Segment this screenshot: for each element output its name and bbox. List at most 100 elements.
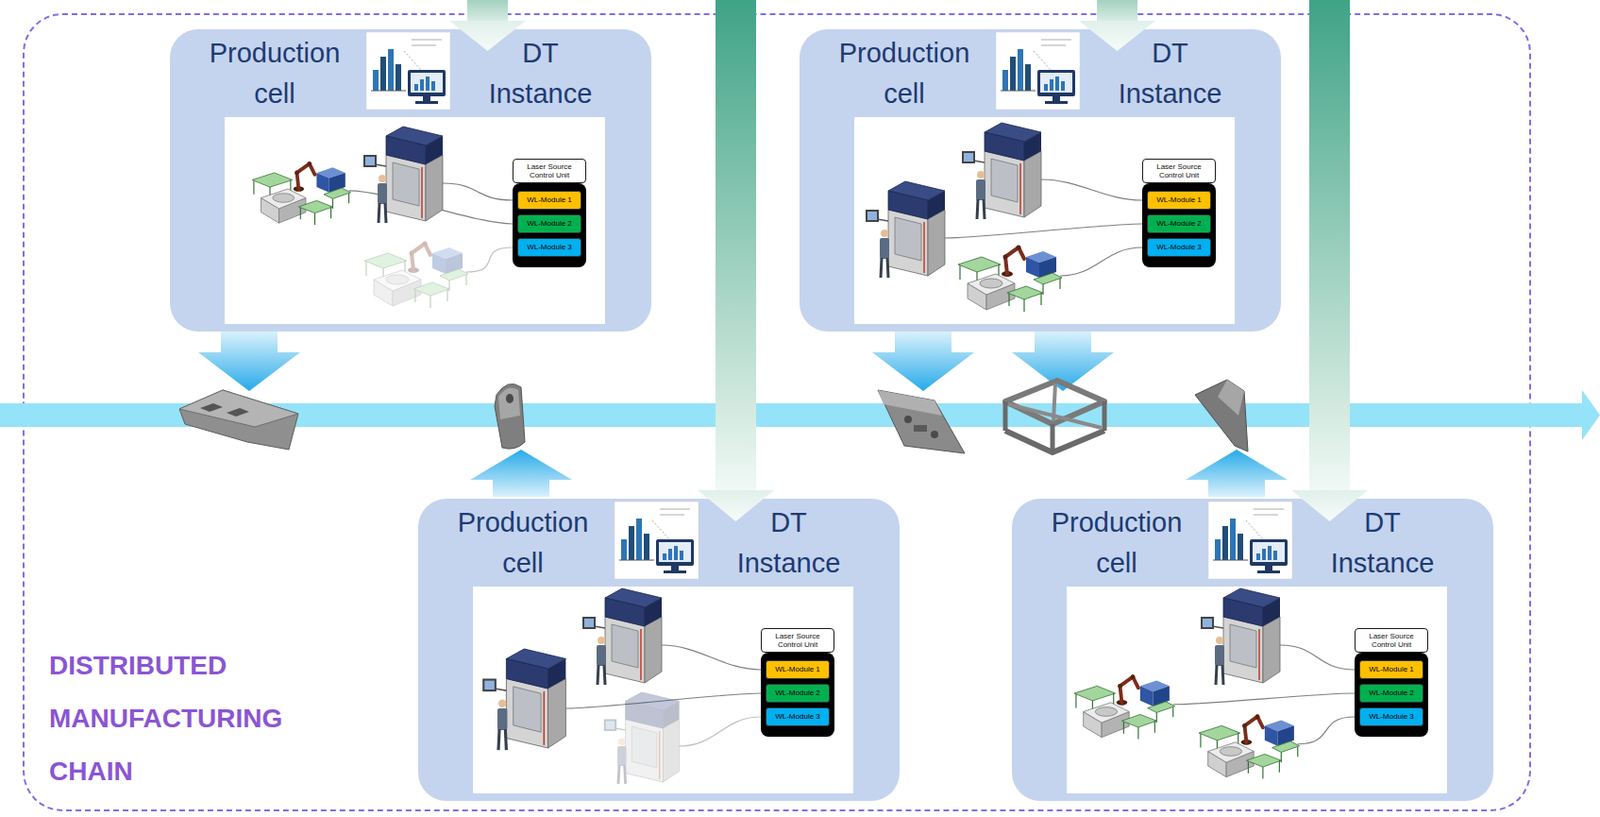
cell-title: Production cell [437, 502, 608, 584]
illustration-panel [1066, 586, 1448, 793]
table-leg [465, 274, 467, 286]
unit-header: Laser Source Control Unit [1142, 158, 1216, 184]
cable [1173, 692, 1355, 705]
illustration-panel [854, 117, 1235, 324]
operator-leg [505, 728, 506, 750]
part-slot [200, 403, 223, 412]
icon-bar [673, 545, 678, 560]
cabinet-hood-side [644, 597, 662, 626]
production-cell: Production cellDT InstanceLaser Source C… [418, 498, 900, 801]
table-leg [1247, 760, 1249, 774]
cabinet-front [888, 209, 928, 276]
robot-arm [411, 243, 431, 270]
robot-cell [364, 241, 469, 309]
work-table [252, 172, 293, 187]
icon-text-line [659, 513, 685, 516]
module-label: WL-Module 3 [1360, 707, 1423, 725]
table-leg [1156, 711, 1158, 723]
dt-label: DT Instance [471, 33, 609, 115]
cell-title: Production cell [189, 33, 360, 115]
monitor-screen [584, 618, 594, 627]
cabinet-door [631, 725, 657, 768]
table-leg [1075, 693, 1077, 708]
cell-title: Production cell [819, 33, 990, 115]
cable [1280, 644, 1355, 670]
part-truss-brace [1053, 383, 1056, 422]
chain-region: DISTRIBUTED MANUFACTURING CHAINProductio… [22, 13, 1532, 811]
operator-body [976, 179, 986, 201]
icon-bar [662, 553, 667, 560]
production-cell: Production cellDT InstanceLaser Source C… [1011, 498, 1494, 801]
part-hole [505, 393, 514, 404]
table-leg [1279, 759, 1280, 773]
icon-frame [614, 501, 699, 579]
cabinet-front [605, 616, 645, 683]
icon-link [652, 520, 670, 539]
status-strip [1258, 628, 1261, 680]
operator-leg [983, 199, 985, 219]
wl-module: WL-Module 1 [1359, 659, 1424, 679]
flow-band [0, 403, 1584, 427]
part-hinge-face [498, 387, 521, 420]
icon-stand [663, 570, 687, 573]
icon-screen [658, 541, 691, 562]
status-strip [421, 167, 423, 219]
cable [1041, 179, 1143, 201]
work-table [1198, 724, 1241, 741]
operator-leg [378, 202, 380, 223]
part-truss-post [1003, 401, 1009, 431]
icon-bar [621, 538, 627, 560]
operator-head [498, 699, 506, 708]
robot-arm [1245, 716, 1264, 742]
robot-joint [1255, 713, 1261, 719]
printer-machine [582, 588, 662, 685]
robot-cell [252, 161, 352, 225]
table-leg [1042, 284, 1044, 295]
operator-leg [1222, 664, 1224, 685]
dt-feed-head [1078, 20, 1156, 51]
operator-head [378, 174, 387, 183]
icon-bar [636, 518, 642, 560]
icon-axis [619, 559, 655, 561]
monitor [582, 616, 596, 629]
wl-module: WL-Module 1 [765, 659, 830, 679]
robot-joint [1130, 673, 1136, 679]
work-table [958, 256, 1001, 272]
laser-control-unit: Laser Source Control UnitWL-Module 1WL-M… [1142, 183, 1216, 268]
unit-header: Laser Source Control Unit [760, 627, 835, 653]
production-cell: Production cellDT InstanceLaser Source C… [169, 29, 652, 332]
cabinet-hood-side [1024, 132, 1042, 161]
cabinet-side [927, 209, 945, 276]
positioner-top [1208, 741, 1255, 762]
cable [679, 716, 761, 746]
operator-body [596, 644, 607, 666]
module-label: WL-Module 1 [1147, 191, 1211, 209]
operator-leg [604, 664, 606, 685]
module-label: WL-Module 3 [766, 707, 829, 725]
icon-bar [1061, 81, 1065, 91]
icon-bar [1222, 525, 1229, 560]
part-angle-face [1217, 379, 1245, 416]
work-table [323, 187, 352, 199]
table-leg [252, 180, 254, 194]
operator-leg [385, 202, 387, 223]
cabinet-side [663, 719, 680, 783]
module-label: WL-Module 1 [518, 191, 581, 209]
part-plate [877, 389, 965, 454]
output-arrow [1185, 449, 1288, 497]
operator-body [497, 707, 508, 730]
robot-joint [422, 241, 428, 247]
wl-module: WL-Module 3 [1146, 237, 1212, 257]
module-label: WL-Module 3 [1147, 238, 1211, 256]
work-table [1121, 713, 1157, 727]
operator-body [879, 237, 890, 259]
icon-screen [1040, 72, 1073, 93]
wl-module: WL-Module 2 [1146, 214, 1212, 234]
icon-frame [366, 32, 451, 110]
monitor [1200, 616, 1214, 629]
cabinet-front [625, 719, 664, 783]
flow-band-head [1582, 389, 1600, 440]
cabinet-hood [1223, 597, 1264, 626]
table-leg [365, 261, 367, 276]
table-leg [300, 207, 302, 219]
